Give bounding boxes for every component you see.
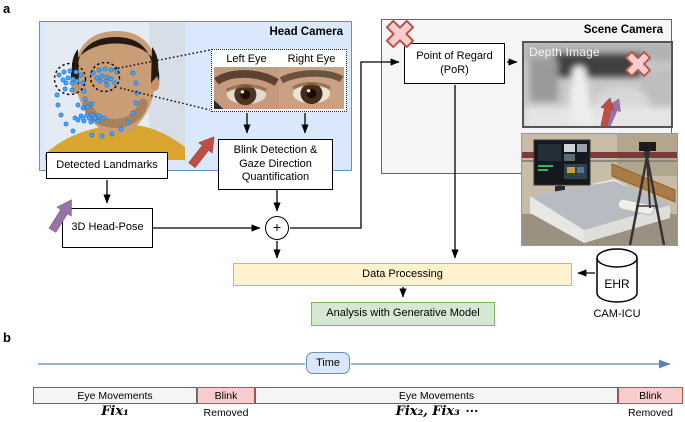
fusion-plus-node: + [265,216,289,240]
head-camera-title: Head Camera [269,26,343,38]
sub-label-fix23: Fix₂, Fix₃ ⋯ [395,404,478,419]
blink-detection-box: Blink Detection & Gaze Direction Quantif… [218,139,333,190]
sub-label-fix1: Fix₁ [101,404,129,419]
ehr-label: EHR [604,277,630,291]
landmark-dots [54,66,140,139]
detected-landmarks-box: Detected Landmarks [46,152,168,179]
time-badge: Time [306,352,350,374]
icu-room-photo [521,133,678,246]
point-of-regard-box: Point of Regard (PoR) [404,43,505,84]
sub-label-removed-1: Removed [203,407,249,419]
analysis-box: Analysis with Generative Model [311,302,495,326]
segment-blink-1: Blink [197,387,255,404]
timeline-bar: Eye Movements Blink Eye Movements Blink [33,387,683,404]
ehr-database-icon: EHR [595,246,639,304]
eye-zoom-inset: Left Eye Right Eye [211,49,347,112]
segment-blink-2: Blink [618,387,683,404]
panel-b-label: b [3,330,11,345]
depth-image: Depth Image [522,41,673,128]
sub-label-removed-2: Removed [628,407,673,419]
cam-icu-label: CAM-ICU [593,308,641,320]
left-eye-label: Left Eye [226,53,267,65]
left-eye-image [214,67,279,109]
head-pose-box: 3D Head-Pose [62,208,153,248]
segment-eye-movements-2: Eye Movements [255,387,618,404]
right-eye-label: Right Eye [287,53,336,65]
depth-image-label: Depth Image [529,45,600,59]
face-image [45,23,185,160]
data-processing-box: Data Processing [233,263,572,286]
scene-camera-title: Scene Camera [583,24,663,36]
segment-eye-movements-1: Eye Movements [33,387,197,404]
panel-a-label: a [3,1,11,16]
right-eye-image [279,67,344,109]
